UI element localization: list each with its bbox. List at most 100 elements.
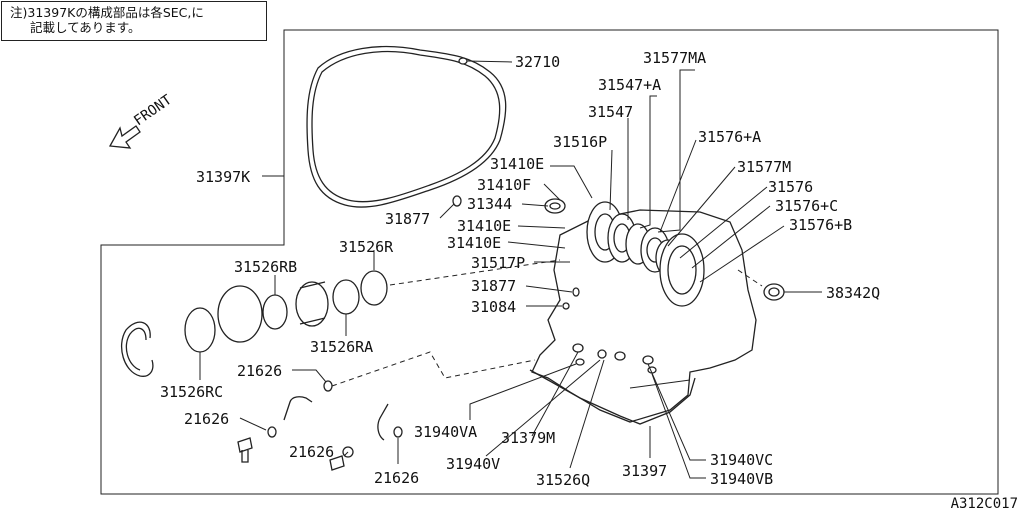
label-31516P: 31516P: [553, 133, 607, 151]
dash-line-seal: [737, 269, 763, 287]
leader-31940VC: [647, 363, 706, 461]
label-31940VB: 31940VB: [710, 470, 773, 488]
label-31940VA: 31940VA: [414, 423, 477, 441]
label-31526RC: 31526RC: [160, 383, 223, 401]
note-line-1: 注)31397Kの構成部品は各SEC,に: [10, 5, 204, 20]
plug-31940V: [614, 351, 626, 361]
leader-31410E-1: [550, 165, 593, 199]
label-31547A: 31547+A: [598, 76, 661, 94]
ring-31526RB: [262, 294, 288, 330]
piston-31526RB: [217, 285, 263, 343]
plug-32710: [458, 57, 468, 65]
leader-31526Q: [569, 359, 605, 469]
leader-31877-1: [439, 203, 455, 219]
label-31410E-3: 31410E: [447, 234, 501, 252]
label-31576B: 31576+B: [789, 216, 852, 234]
assembly-frame: [100, 29, 999, 495]
nut-21626-4: [393, 426, 403, 438]
ring-31526RC: [184, 307, 216, 353]
label-31526R: 31526R: [339, 238, 394, 256]
leader-31877-2: [525, 285, 573, 293]
ring-31526RA: [332, 279, 360, 315]
pin-31084: [562, 302, 570, 310]
label-21626-2: 21626: [184, 410, 229, 428]
nut-21626-1: [323, 380, 333, 392]
label-31084: 31084: [471, 298, 516, 316]
dash-line-fitting: [331, 351, 536, 387]
plug-31940VC: [642, 355, 654, 365]
leader-31516P: [609, 149, 613, 211]
leader-31410E-3: [507, 241, 566, 249]
label-31379M: 31379M: [501, 429, 555, 447]
leader-21626-3: [343, 451, 349, 457]
seal-38342Q-inner: [768, 287, 780, 297]
piston-31526RA-body: [299, 281, 326, 325]
label-31577M: 31577M: [737, 158, 791, 176]
label-21626-1: 21626: [237, 362, 282, 380]
label-31940V: 31940V: [446, 455, 500, 473]
leader-32710: [466, 60, 513, 63]
ring-31526R: [360, 270, 388, 306]
note-box: 注)31397Kの構成部品は各SEC,に 記載してあります。: [1, 1, 267, 41]
leader-31410E-2: [517, 225, 566, 229]
piston-31410F-inner: [549, 202, 561, 210]
seal-38342Q: [763, 283, 785, 301]
pan-line: [629, 379, 691, 389]
leader-21626-1: [292, 369, 327, 383]
bolt-right: [329, 455, 345, 471]
label-31517P: 31517P: [471, 254, 525, 272]
note-line-2: 記載してあります。: [30, 20, 141, 35]
nut-21626-2: [267, 426, 277, 438]
plug-31526Q: [597, 349, 607, 359]
label-31577MA: 31577MA: [643, 49, 706, 67]
clip-31877-mid: [572, 287, 580, 297]
oil-pan: [529, 369, 696, 425]
leader-31577MA: [657, 69, 695, 233]
dash-line-ring: [389, 259, 561, 286]
label-31576C: 31576+C: [775, 197, 838, 215]
leader-31344: [521, 203, 549, 207]
bolt-left: [237, 437, 253, 463]
transmission-case: [531, 209, 757, 423]
drum-31576-inner: [667, 245, 697, 295]
figure-code: A312C017: [950, 496, 1018, 512]
label-31397K: 31397K: [196, 168, 250, 186]
leader-31940VB: [651, 373, 706, 479]
drum-31576: [659, 233, 705, 307]
label-31877-1: 31877: [385, 210, 430, 228]
label-32710: 32710: [515, 53, 560, 71]
leader-31547A: [639, 95, 657, 229]
label-21626-4: 21626: [374, 469, 419, 487]
leader-31940V: [485, 359, 601, 457]
leader-31576B: [699, 225, 785, 283]
gasket-32710-inner: [311, 50, 501, 203]
label-31410E-2: 31410E: [457, 217, 511, 235]
leader-31940VA: [469, 363, 577, 420]
snap-ring: [121, 321, 154, 377]
label-31940VC: 31940VC: [710, 451, 773, 469]
snap-ring-inner: [125, 327, 147, 371]
leader-21626-2: [239, 417, 267, 431]
label-31397: 31397: [622, 462, 667, 480]
leader-31576: [679, 186, 768, 259]
leader-31577M: [667, 166, 736, 247]
front-arrow-icon: [108, 125, 141, 149]
leader-31410F: [543, 183, 561, 201]
clip-31877-top: [452, 195, 462, 207]
label-31576A: 31576+A: [698, 128, 761, 146]
label-21626-3: 21626: [289, 443, 334, 461]
label-31526RA: 31526RA: [310, 338, 373, 356]
leader-31379M: [531, 351, 579, 437]
leader-31576A: [659, 139, 697, 233]
label-31344: 31344: [467, 195, 512, 213]
gasket-32710: [306, 45, 507, 208]
piston-31526RA: [295, 281, 329, 327]
front-label: FRONT: [131, 92, 175, 130]
plug-31940VA: [575, 358, 585, 366]
label-31410E-1: 31410E: [490, 155, 544, 173]
label-38342Q: 38342Q: [826, 284, 880, 302]
label-31877-2: 31877: [471, 277, 516, 295]
label-31526Q: 31526Q: [536, 471, 590, 489]
label-31410F: 31410F: [477, 176, 531, 194]
